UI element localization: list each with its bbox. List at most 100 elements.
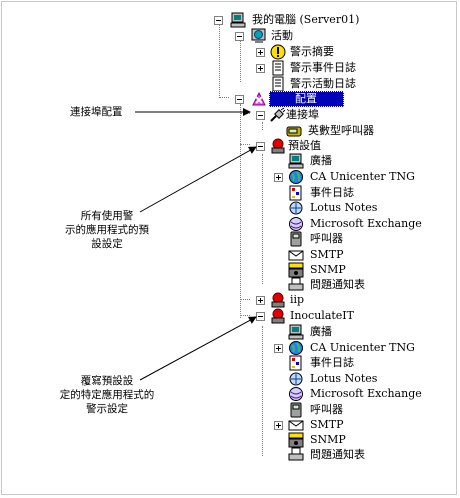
- connector-plug-icon: [270, 107, 286, 123]
- event-log-icon: [288, 355, 304, 371]
- callout-override-settings: 覆寫預設設 定的特定應用程式的 警示設定: [42, 374, 172, 416]
- tree-item-label: 廣播: [310, 154, 332, 167]
- event-log-icon: [270, 60, 286, 76]
- pager-icon: [288, 231, 304, 247]
- callout-default-settings: 所有使用警 示的應用程式的預 設設定: [42, 209, 172, 251]
- activity-monitor-icon: [251, 28, 267, 44]
- tree-item-smtp[interactable]: SMTP: [274, 417, 424, 433]
- tree-item-configuration[interactable]: 配置: [235, 91, 385, 107]
- tree-item-label: 呼叫器: [310, 403, 343, 416]
- exchange-globe-icon: [288, 216, 304, 232]
- tree-item-broadcast[interactable]: 廣播: [288, 153, 438, 169]
- expand-toggle[interactable]: [274, 173, 283, 182]
- tree-item-label: 問題通知表: [310, 448, 365, 461]
- tree-item-my-computer[interactable]: 我的電腦 (Server01): [214, 12, 414, 28]
- tree-item-label: 活動: [271, 29, 293, 42]
- callout-line: 定的特定應用程式的: [59, 389, 155, 401]
- tree-item-label: 事件日誌: [310, 356, 354, 369]
- tree-item-exchange[interactable]: Microsoft Exchange: [288, 216, 448, 232]
- exchange-globe-icon: [288, 386, 304, 402]
- collapse-toggle[interactable]: [214, 16, 223, 25]
- unicenter-globe-icon: [288, 169, 304, 185]
- callout-line: 所有使用警: [80, 210, 134, 222]
- configuration-icon: [251, 91, 267, 107]
- tree-item-label: InoculateIT: [290, 309, 354, 322]
- tree-item-numeric-pager[interactable]: 英數型呼叫器: [286, 123, 436, 139]
- alert-app-icon: [270, 292, 286, 308]
- tree-item-activity[interactable]: 活動: [235, 28, 385, 44]
- tree-item-defaults[interactable]: 預設值: [256, 138, 406, 154]
- tree-item-smtp[interactable]: SMTP: [288, 247, 438, 263]
- callout-line: 設設定: [91, 238, 123, 250]
- tree-item-label: 連接埠: [286, 108, 319, 121]
- tree-item-label: 警示摘要: [290, 45, 334, 58]
- tree-item-label: 英數型呼叫器: [308, 124, 374, 137]
- tree-item-connectors[interactable]: 連接埠: [256, 107, 406, 123]
- snmp-icon: [288, 262, 304, 278]
- tree-item-label: CA Unicenter TNG: [310, 341, 415, 354]
- smtp-mail-icon: [288, 417, 304, 433]
- callout-text: 連接埠配置: [70, 106, 123, 118]
- callout-line: 警示設定: [86, 403, 128, 415]
- tree-item-label: Microsoft Exchange: [310, 387, 422, 400]
- tree-item-label: SMTP: [310, 418, 344, 431]
- alert-defaults-icon: [270, 138, 286, 154]
- tree-item-label: SNMP: [310, 263, 346, 276]
- collapse-toggle[interactable]: [235, 95, 244, 104]
- tree-item-lotus-notes[interactable]: Lotus Notes: [288, 200, 438, 216]
- expand-toggle[interactable]: [274, 421, 283, 430]
- tree-item-label: 我的電腦 (Server01): [252, 13, 360, 26]
- tree-item-label: 呼叫器: [310, 232, 343, 245]
- tree-item-event-log[interactable]: 事件日誌: [288, 355, 438, 371]
- tree-item-label: Lotus Notes: [310, 372, 378, 385]
- tree-item-broadcast[interactable]: 廣播: [288, 324, 438, 340]
- alert-summary-icon: [270, 44, 286, 60]
- tree-item-unicenter[interactable]: CA Unicenter TNG: [274, 169, 434, 185]
- tree-item-label: CA Unicenter TNG: [310, 170, 415, 183]
- tree-item-label: 事件日誌: [310, 186, 354, 199]
- expand-toggle[interactable]: [274, 344, 283, 353]
- lotus-notes-icon: [288, 371, 304, 387]
- smtp-mail-icon: [288, 247, 304, 263]
- tree-item-inoculateit[interactable]: InoculateIT: [256, 308, 406, 324]
- tree-item-exchange[interactable]: Microsoft Exchange: [288, 386, 448, 402]
- event-log-icon: [288, 185, 304, 201]
- tree-item-alert-event-log[interactable]: 警示事件日誌: [256, 60, 406, 76]
- alert-app-icon: [270, 308, 286, 324]
- callout-connector-config: 連接埠配置: [70, 105, 140, 119]
- tree-item-alert-summary[interactable]: 警示摘要: [256, 44, 406, 60]
- tree-item-unicenter[interactable]: CA Unicenter TNG: [274, 340, 434, 356]
- tree-item-trouble-ticket[interactable]: 問題通知表: [288, 447, 438, 463]
- tree-item-event-log[interactable]: 事件日誌: [288, 185, 438, 201]
- collapse-toggle[interactable]: [235, 32, 244, 41]
- tree-item-pager[interactable]: 呼叫器: [288, 402, 438, 418]
- expand-toggle[interactable]: [256, 48, 265, 57]
- unicenter-globe-icon: [288, 340, 304, 356]
- callout-line: 示的應用程式的預: [65, 224, 149, 236]
- broadcast-icon: [288, 324, 304, 340]
- tree-item-label: SNMP: [310, 433, 346, 446]
- snmp-icon: [288, 432, 304, 448]
- collapse-toggle[interactable]: [256, 142, 265, 151]
- expand-toggle[interactable]: [256, 64, 265, 73]
- lotus-notes-icon: [288, 200, 304, 216]
- tree-item-iip[interactable]: iip: [256, 292, 376, 308]
- computer-icon: [230, 12, 246, 28]
- tree-item-label: 廣播: [310, 325, 332, 338]
- collapse-toggle[interactable]: [256, 111, 265, 120]
- tree-item-trouble-ticket[interactable]: 問題通知表: [288, 277, 438, 293]
- tree-item-lotus-notes[interactable]: Lotus Notes: [288, 371, 438, 387]
- printer-icon: [288, 277, 304, 293]
- tree-item-label: Lotus Notes: [310, 201, 378, 214]
- tree-item-label: Microsoft Exchange: [310, 217, 422, 230]
- expand-toggle[interactable]: [256, 296, 265, 305]
- tree-item-snmp[interactable]: SNMP: [288, 262, 438, 278]
- collapse-toggle[interactable]: [256, 312, 265, 321]
- tree-item-label: 預設值: [288, 139, 321, 152]
- tree-item-label: SMTP: [310, 248, 344, 261]
- arrow-override-settings: [139, 316, 257, 381]
- tree-item-pager[interactable]: 呼叫器: [288, 231, 438, 247]
- tree-item-snmp[interactable]: SNMP: [288, 432, 438, 448]
